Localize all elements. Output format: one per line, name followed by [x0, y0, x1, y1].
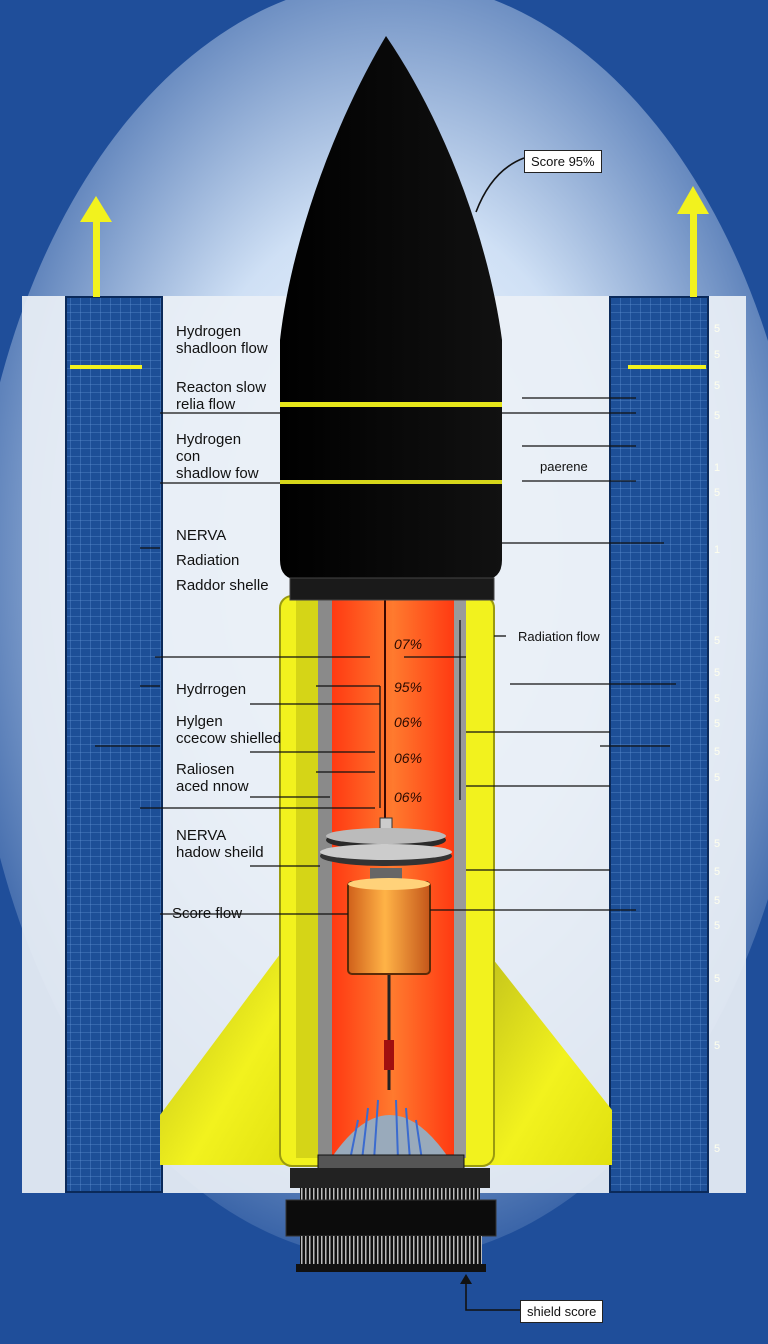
turbopump-stack — [320, 817, 452, 866]
nozzle-skirt — [300, 1236, 482, 1266]
nozzle-rods — [349, 1099, 423, 1161]
nose-band-1 — [280, 402, 502, 407]
bottom-callout: shield score — [520, 1300, 604, 1323]
left-fin — [160, 930, 298, 1165]
scale-tick: 5 — [713, 838, 721, 850]
base-ring-2 — [290, 1168, 490, 1188]
scale-tick: 5 — [713, 895, 721, 907]
left-grid-panel — [65, 296, 163, 1193]
label-hydrrogen: Hydrrogen — [176, 681, 247, 698]
core-percent-5: 06% — [394, 789, 423, 805]
casing-left-wall — [318, 598, 332, 1158]
scale-tick: 5 — [713, 487, 721, 499]
nozzle-base — [285, 1199, 497, 1237]
scale-tick: 5 — [713, 323, 721, 335]
scale-tick: 5 — [713, 866, 721, 878]
scale-tick: 1 — [713, 544, 721, 556]
nose-collar — [289, 577, 495, 601]
scale-tick: 5 — [713, 1143, 721, 1155]
core-percent-2: 95% — [394, 679, 423, 695]
label-score-flow: Score flow — [172, 905, 243, 922]
scale-tick: 5 — [713, 410, 721, 422]
left-leader-lines — [95, 412, 381, 915]
nose-band-2 — [280, 480, 502, 484]
scale-tick: 5 — [713, 667, 721, 679]
bottom-callout-leader — [465, 1282, 520, 1311]
scale-tick: 5 — [713, 920, 721, 932]
fuel-canister — [347, 868, 431, 1090]
base-ring-1 — [317, 1154, 465, 1170]
scale-tick: 5 — [713, 746, 721, 758]
scale-tick: 5 — [713, 1040, 721, 1052]
bottom-callout-arrow-icon — [460, 1274, 472, 1284]
base-teeth — [300, 1188, 480, 1200]
label-paerene: paerene — [540, 459, 588, 474]
scale-tick: 5 — [713, 635, 721, 647]
left-up-arrow-icon — [80, 196, 112, 297]
scale-tick: 5 — [713, 718, 721, 730]
casing-right-wall — [454, 598, 466, 1158]
scale-tick: 5 — [713, 380, 721, 392]
core-percent-1: 07% — [394, 636, 423, 652]
right-up-arrow-icon — [677, 186, 709, 297]
nozzle-skirt-rim — [296, 1264, 486, 1272]
right-fin — [470, 930, 612, 1165]
scale-tick: 5 — [713, 973, 721, 985]
scale-tick: 5 — [713, 349, 721, 361]
core-percent-4: 06% — [394, 750, 423, 766]
scale-tick: 1 — [713, 462, 721, 474]
nose-cone — [280, 36, 502, 580]
scale-tick: 5 — [713, 693, 721, 705]
core-percent-3: 06% — [394, 714, 423, 730]
top-callout: Score 95% — [524, 150, 602, 173]
right-grid-panel — [609, 296, 709, 1193]
top-callout-leader — [475, 157, 525, 213]
label-radiation-flow: Radiation flow — [518, 629, 600, 644]
scale-tick: 5 — [713, 772, 721, 784]
right-leader-lines — [404, 397, 676, 911]
